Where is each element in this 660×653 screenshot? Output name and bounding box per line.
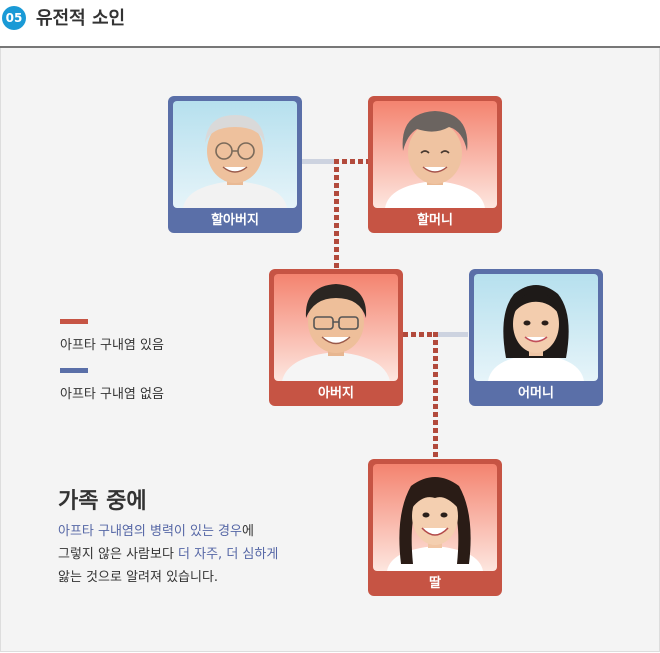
section-number-badge: 05 (2, 6, 26, 30)
daughter-photo (373, 464, 497, 571)
mother-photo (474, 274, 598, 381)
note-line-1-rest: 에 (241, 524, 254, 539)
note-line-2: 그렇지 않은 사람보다 더 자주, 더 심하게 (58, 543, 278, 562)
father-card: 아버지 (269, 269, 403, 406)
daughter-card: 딸 (368, 459, 502, 596)
parents-link-solid (435, 332, 468, 337)
father-photo (274, 274, 398, 381)
note-title: 가족 중에 (58, 489, 147, 514)
mother-card: 어머니 (469, 269, 603, 406)
grandmother-card: 할머니 (368, 96, 502, 233)
legend-label-none: 아프타 구내염 없음 (60, 387, 164, 402)
grandparents-link-dotted (334, 159, 368, 164)
legend-swatch-none (60, 368, 88, 373)
daughter-label: 딸 (429, 576, 441, 591)
grandparents-to-father-line (334, 159, 339, 268)
legend-swatch-has (60, 319, 88, 324)
grandmother-photo (373, 101, 497, 208)
parents-to-daughter-line (433, 332, 438, 458)
note-line-1-highlight: 아프타 구내염의 병력이 있는 경우 (58, 524, 242, 539)
grandfather-photo (173, 101, 297, 208)
mother-label: 어머니 (518, 386, 554, 401)
section-title: 유전적 소인 (36, 8, 126, 29)
note-line-3: 앓는 것으로 알려져 있습니다. (58, 570, 219, 585)
father-label: 아버지 (318, 386, 354, 401)
note-line-2-highlight: 더 자주, 더 심하게 (178, 547, 279, 562)
legend-label-has: 아프타 구내염 있음 (60, 338, 164, 353)
grandmother-label: 할머니 (417, 213, 453, 228)
header-divider (0, 46, 660, 48)
grandfather-card: 할아버지 (168, 96, 302, 233)
note-line-2-text: 그렇지 않은 사람보다 (58, 547, 179, 562)
section-header: 05 유전적 소인 (0, 0, 660, 46)
note-line-1: 아프타 구내염의 병력이 있는 경우에 (58, 520, 254, 539)
parents-link-dotted (403, 332, 435, 337)
grandfather-label: 할아버지 (211, 213, 259, 228)
grandparents-link-solid (302, 159, 334, 164)
